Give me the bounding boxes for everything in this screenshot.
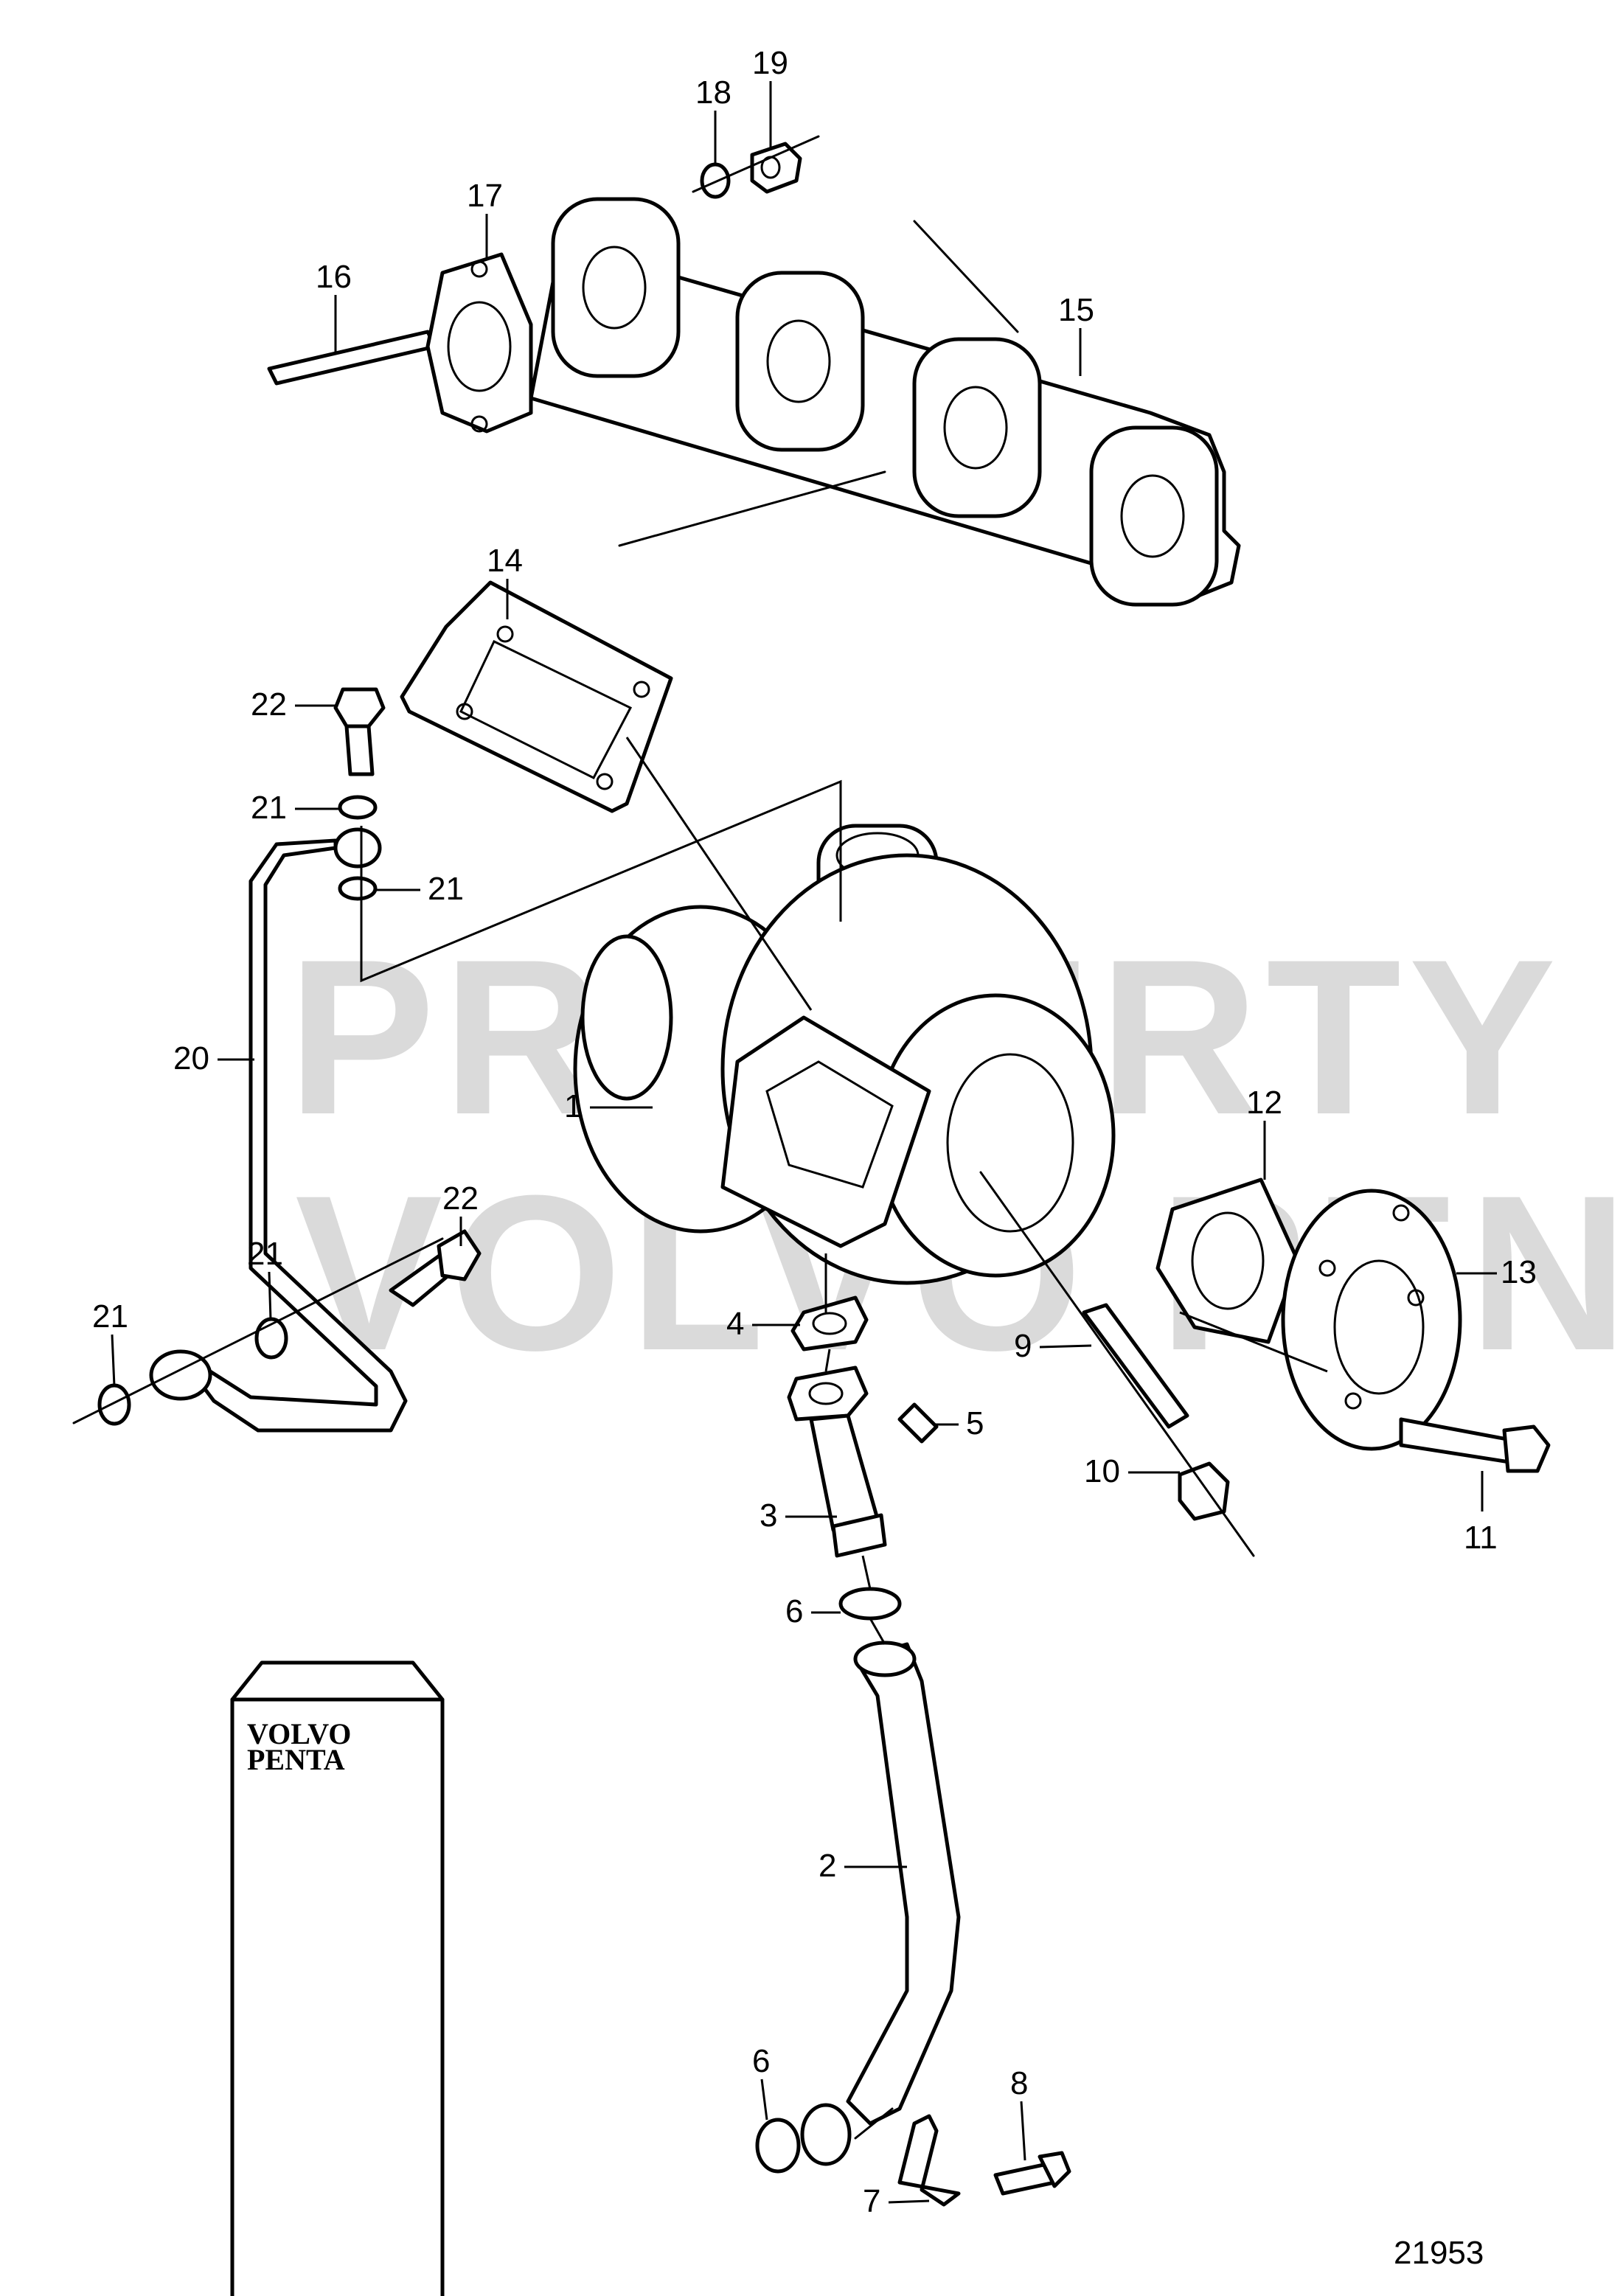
turbocharger [573, 824, 1116, 1285]
callout-label: 3 [760, 1497, 777, 1534]
callout-2: 2 [819, 1848, 907, 1884]
callout-7: 7 [863, 2183, 930, 2219]
callout-4: 4 [726, 1306, 800, 1342]
banjo-bolt-upper [333, 687, 386, 776]
small-screw [897, 1402, 939, 1444]
clamp-screw [993, 2151, 1071, 2196]
callout-label: 5 [966, 1405, 984, 1441]
callout-12: 12 [1246, 1085, 1282, 1180]
callout-8: 8 [1010, 2065, 1028, 2161]
callout-label: 11 [1464, 1520, 1498, 1556]
callout-21-c: 21 [247, 1236, 283, 1321]
callout-17: 17 [467, 178, 503, 258]
callout-1: 1 [564, 1088, 653, 1124]
callout-label: 21 [428, 871, 464, 907]
oil-feed-pipe [72, 827, 444, 1433]
callout-10: 10 [1084, 1453, 1180, 1489]
callout-19: 19 [752, 45, 788, 147]
callout-21-d: 21 [92, 1298, 128, 1387]
callout-label: 2 [819, 1848, 836, 1884]
callout-label: 6 [785, 1593, 803, 1629]
callout-16: 16 [316, 259, 352, 354]
callout-15: 15 [1058, 292, 1094, 376]
callout-label: 20 [173, 1040, 209, 1076]
logo-volvo: VOLVO [247, 1717, 351, 1750]
callout-6-lower: 6 [752, 2043, 770, 2121]
callout-label: 22 [251, 686, 287, 723]
callout-label: 9 [1014, 1328, 1032, 1364]
o-ring-lower [755, 2118, 801, 2174]
callout-label: 7 [863, 2183, 880, 2219]
logo-penta: PENTA [247, 1743, 345, 1776]
callout-label: 15 [1058, 292, 1094, 328]
figure-number: 21953 [1394, 2235, 1484, 2271]
callout-13: 13 [1456, 1254, 1537, 1290]
callout-label: 12 [1246, 1085, 1282, 1121]
volvo-penta-booklet: VOLVO PENTA [230, 1660, 445, 2296]
callout-3: 3 [760, 1497, 837, 1534]
washer-and-nut [692, 135, 820, 199]
leader-lines [360, 737, 1328, 1645]
callout-14: 14 [487, 543, 523, 619]
callout-label: 10 [1084, 1453, 1120, 1489]
callout-18: 18 [695, 74, 731, 166]
callout-label: 4 [726, 1306, 744, 1342]
callout-label: 18 [695, 74, 731, 111]
washer-21-a [338, 795, 378, 820]
pipe-clamp [854, 2107, 961, 2207]
washer-21-b [338, 876, 378, 901]
callout-label: 8 [1010, 2065, 1028, 2101]
callout-21-a: 21 [251, 790, 339, 826]
banjo-bolt-lower [389, 1229, 482, 1307]
flange-screw [1399, 1417, 1551, 1473]
turbo-gasket [400, 580, 673, 813]
callout-label: 13 [1501, 1254, 1537, 1290]
callout-label: 22 [442, 1180, 479, 1217]
washer-21-d [97, 1383, 131, 1426]
callout-label: 21 [251, 790, 287, 826]
callout-22-a: 22 [251, 686, 338, 723]
oil-return-pipe [800, 1641, 961, 2166]
callout-label: 21 [92, 1298, 128, 1335]
callout-label: 16 [316, 259, 352, 295]
oil-return-gasket [790, 1295, 869, 1351]
callout-label: 6 [752, 2043, 770, 2079]
callout-6-upper: 6 [785, 1593, 841, 1629]
callout-label: 1 [564, 1088, 582, 1124]
outlet-flange [1281, 1189, 1462, 1451]
callout-20: 20 [173, 1040, 254, 1076]
callout-11: 11 [1464, 1471, 1498, 1556]
exhaust-manifold [529, 197, 1241, 607]
callout-9: 9 [1014, 1328, 1092, 1364]
oil-return-pipe-upper [787, 1366, 887, 1558]
callout-label: 14 [487, 543, 523, 579]
callout-22-b: 22 [442, 1180, 479, 1246]
callout-label: 21 [247, 1236, 283, 1272]
outlet-gasket [1155, 1177, 1300, 1344]
callout-21-b: 21 [376, 871, 464, 907]
callout-5: 5 [933, 1405, 984, 1441]
callout-label: 19 [752, 45, 788, 81]
callout-label: 17 [467, 178, 503, 214]
manifold-gasket [425, 252, 533, 434]
o-ring-upper [838, 1587, 902, 1621]
stud-and-nut [979, 1171, 1255, 1557]
